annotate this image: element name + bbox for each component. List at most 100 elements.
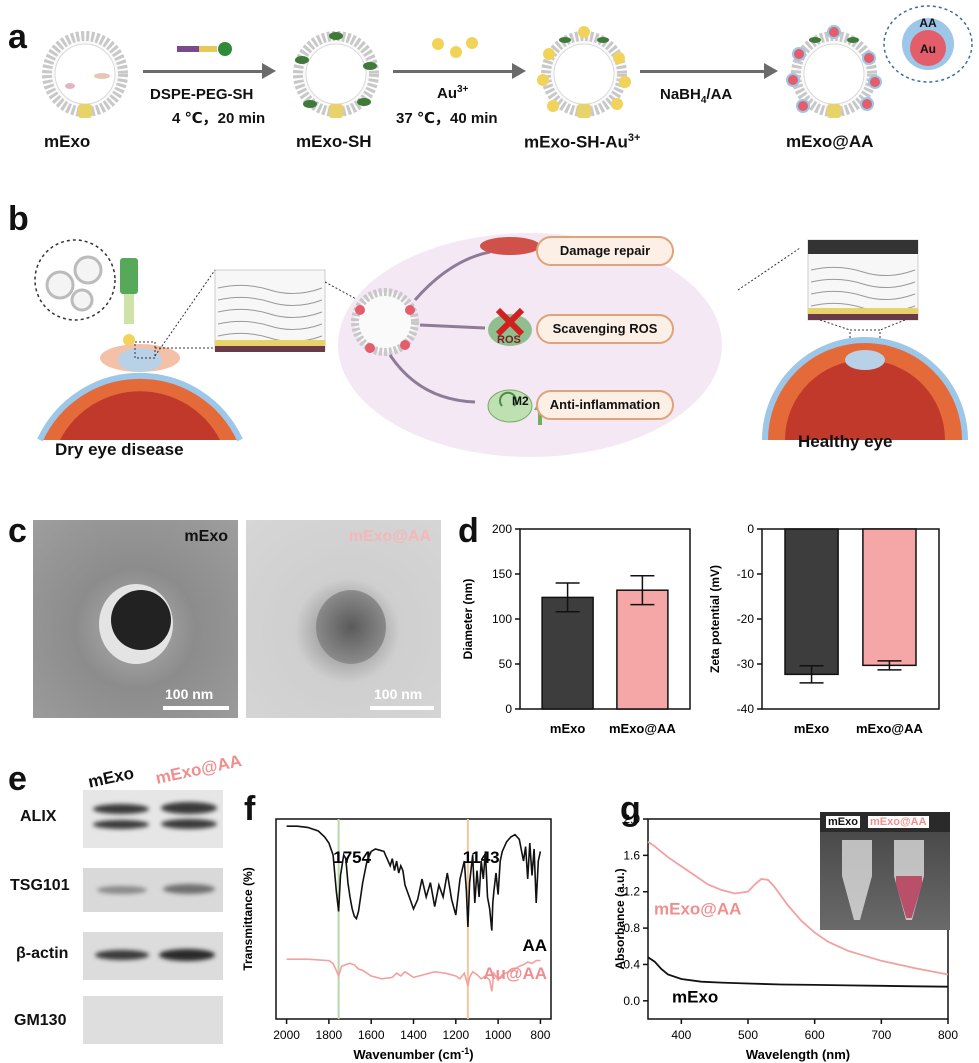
arrow-step2	[393, 70, 513, 73]
y-tick-label: 200	[492, 522, 512, 536]
y-axis-label: Diameter (nm)	[461, 579, 475, 660]
effect-anti-inflammation: Anti-inflammation	[536, 390, 674, 420]
x-category-label: mExo	[550, 721, 585, 736]
x-tick-label: 1600	[358, 1028, 385, 1042]
blot-tsg101	[83, 868, 223, 912]
x-tick-label: 1200	[442, 1028, 469, 1042]
x-tick-label: 1000	[485, 1028, 512, 1042]
x-axis-label-main: Wavenumber (cm	[353, 1047, 461, 1062]
y-tick-label: 0.8	[623, 921, 640, 935]
vial-label-mexo-aa: mExo@AA	[868, 816, 929, 828]
arrow-step3-head	[764, 63, 778, 79]
x-axis-label-end: )	[469, 1047, 473, 1062]
series-au-aa-line	[286, 958, 541, 992]
step2-condition: 37 ℃，40 min	[396, 110, 498, 127]
vesicle-mexo-sh-au-graphic	[537, 26, 631, 118]
y-tick-label: 0	[747, 522, 754, 536]
y-tick-label: 0.0	[623, 994, 640, 1008]
blot-col-mexo-aa: mExo@AA	[153, 751, 244, 788]
series-label-au-aa: Au@AA	[483, 964, 547, 983]
y-tick-label: -10	[737, 567, 755, 581]
step2-label: Au3+	[437, 84, 469, 102]
vesicle-mexo-aa-graphic	[786, 25, 882, 118]
bar-mexo-aa	[616, 589, 669, 710]
series-mexo-aa-line	[647, 840, 949, 976]
step3-label: NaBH4/AA	[660, 86, 733, 106]
y-axis-label: Transmittance (%)	[241, 867, 255, 970]
series-label-mexo-aa: mExo@AA	[654, 899, 741, 918]
x-axis-label-sup: -1	[461, 1046, 469, 1056]
bar-mexo	[541, 596, 594, 710]
tem-mexo-aa-scale: 100 nm	[374, 686, 423, 702]
series-label-mexo: mExo	[672, 988, 718, 1007]
panel-label-a: a	[8, 18, 27, 56]
panel-label-d: d	[458, 512, 479, 550]
y-tick-label: 100	[492, 612, 512, 626]
panel-label-e: e	[8, 760, 27, 798]
blot-row-alix: ALIX	[20, 808, 57, 825]
x-tick-label: 1800	[316, 1028, 343, 1042]
vesicle-mexo-graphic	[42, 31, 128, 118]
panel-label-f: f	[244, 790, 256, 828]
stage-mexo-sh-au-label: mExo-SH-Au3+	[524, 132, 641, 152]
x-tick-label: 500	[738, 1028, 758, 1042]
panel-label-b: b	[8, 200, 29, 238]
y-tick-label: 0.4	[623, 957, 640, 971]
tem-image-mexo-aa: mExo@AA 100 nm	[246, 520, 441, 718]
step1-condition: 4 ℃，20 min	[172, 110, 266, 127]
y-tick-label: -30	[737, 657, 755, 671]
x-axis-label: Wavenumber (cm-1)	[353, 1046, 473, 1062]
blot-alix	[83, 790, 223, 848]
tem-mexo-scalebar	[163, 706, 229, 710]
gold-ions-graphic	[432, 37, 478, 58]
y-tick-label: 150	[492, 567, 512, 581]
x-tick-label: 1400	[400, 1028, 427, 1042]
x-category-label: mExo@AA	[609, 721, 676, 736]
blot-gm130	[83, 996, 223, 1044]
bar-mexo-aa	[862, 528, 917, 667]
x-category-label: mExo	[794, 721, 829, 736]
arrow-step1-head	[262, 63, 276, 79]
vial-photo-inset: mExo mExo@AA	[820, 812, 950, 930]
arrow-step2-head	[512, 63, 526, 79]
dry-eye-caption: Dry eye disease	[55, 440, 184, 459]
au-aa-inset-graphic: AA Au	[883, 5, 973, 83]
y-tick-label: 50	[499, 657, 513, 671]
y-tick-label: -20	[737, 612, 755, 626]
tem-mexo-aa-label: mExo@AA	[348, 528, 431, 545]
x-tick-label: 2000	[273, 1028, 300, 1042]
series-mexo-line	[647, 956, 949, 988]
panel-label-g: g	[620, 790, 641, 828]
vial-label-mexo: mExo	[826, 816, 860, 828]
m2-label: M2	[512, 394, 529, 408]
stage-mexo-aa-label: mExo@AA	[786, 132, 874, 151]
blot-row-bactin: β-actin	[16, 945, 69, 962]
x-tick-label: 800	[530, 1028, 550, 1042]
x-tick-label: 600	[805, 1028, 825, 1042]
y-tick-label: 1.2	[623, 885, 640, 899]
chart-diameter: 0 50 100 150 200 mExo mExo@AA Diameter (nm)	[461, 522, 691, 736]
blot-row-tsg101: TSG101	[10, 877, 70, 894]
effect-damage-repair: Damage repair	[536, 236, 674, 266]
plot-frame	[275, 818, 552, 1020]
tem-image-mexo: mExo 100 nm	[33, 520, 238, 718]
x-tick-label: 400	[671, 1028, 691, 1042]
stage-mexo-sh-label: mExo-SH	[296, 132, 372, 151]
y-axis-label: Absorbance (a.u.)	[613, 868, 627, 969]
y-tick-label: -40	[737, 702, 755, 716]
tem-mexo-label: mExo	[184, 528, 228, 545]
y-tick-label: 0	[505, 702, 512, 716]
y-tick-label: 1.6	[623, 848, 640, 862]
healthy-eye-caption: Healthy eye	[798, 432, 893, 451]
blot-bactin	[83, 932, 223, 980]
step1-label: DSPE-PEG-SH	[150, 86, 254, 103]
series-aa-line	[286, 825, 542, 931]
effect-scavenging-ros: Scavenging ROS	[536, 314, 674, 344]
panel-b-illustration	[34, 233, 968, 457]
blot-row-gm130: GM130	[14, 1012, 67, 1029]
x-category-label: mExo@AA	[856, 721, 923, 736]
x-tick-label: 700	[871, 1028, 891, 1042]
